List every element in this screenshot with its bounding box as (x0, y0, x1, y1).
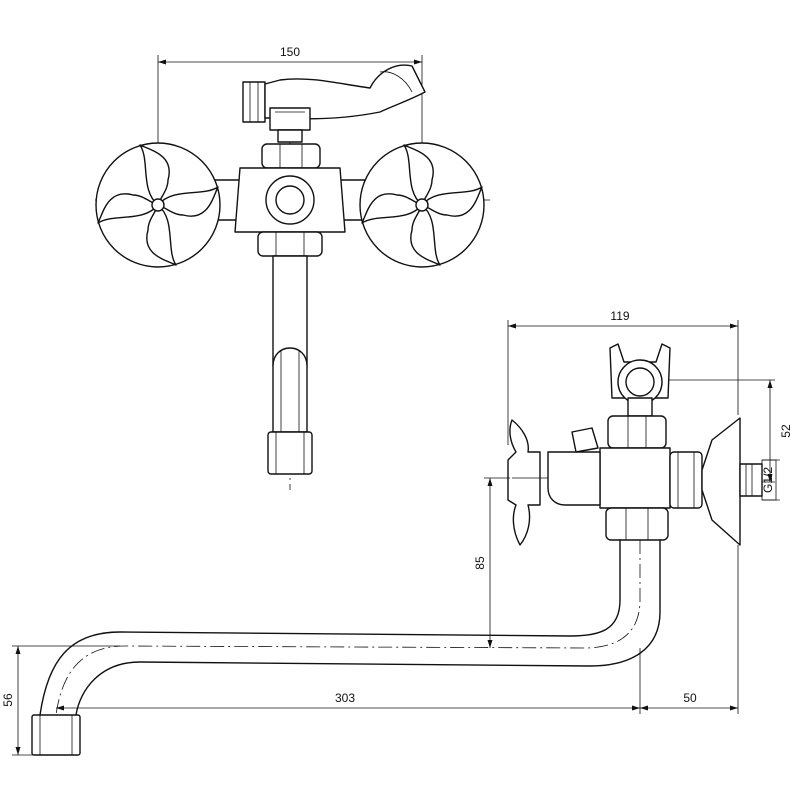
dim-handle-drop: 85 (473, 477, 510, 648)
side-view: 119 52 G1/2 (1, 309, 793, 756)
dim-spout-length-label: 303 (335, 691, 355, 705)
shower-holder (242, 64, 426, 143)
front-spout (267, 255, 313, 475)
dim-side-height-label: 52 (779, 424, 793, 438)
side-cross-handle (507, 419, 548, 546)
dim-spout-height: 56 (1, 645, 120, 756)
side-shower-holder (609, 343, 671, 417)
front-view: 150 (95, 45, 490, 490)
dim-handle-drop-label: 85 (473, 556, 487, 570)
right-cross-handle (359, 142, 485, 268)
dim-side-width: 119 (507, 309, 739, 445)
dim-spout-length: 303 50 (56, 545, 739, 714)
thread-callout: G1/2 (761, 459, 780, 501)
dim-top-width-label: 150 (280, 45, 300, 59)
dim-side-width-label: 119 (610, 309, 629, 323)
dim-spout-height-label: 56 (1, 693, 15, 707)
left-cross-handle (95, 142, 221, 268)
upper-nut (261, 143, 321, 169)
dim-top-width: 150 (157, 45, 423, 205)
spout-aerator (31, 714, 81, 756)
thread-label: G1/2 (761, 467, 775, 493)
lower-nut (257, 231, 323, 257)
dim-body-depth-label: 50 (683, 691, 697, 705)
